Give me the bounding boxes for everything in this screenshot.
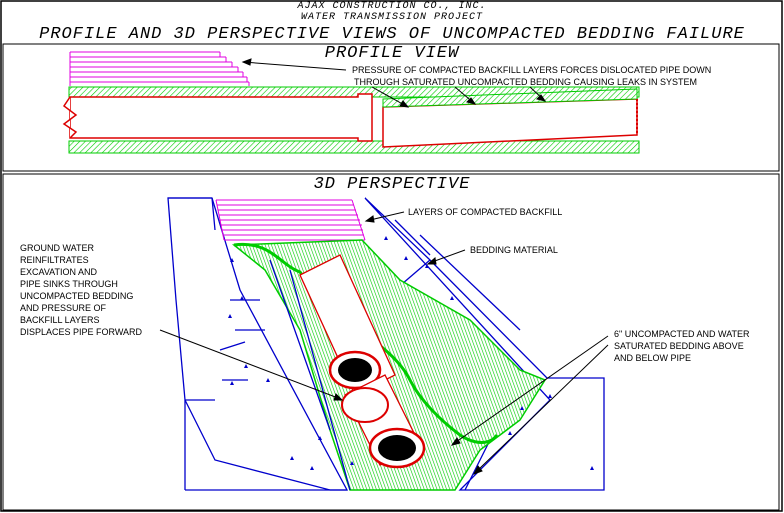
right-note: 6" UNCOMPACTED AND WATER SATURATED BEDDI… <box>614 328 750 364</box>
wall-markers <box>228 236 594 470</box>
profile-leaders <box>241 58 547 108</box>
left-note-line: EXCAVATION AND <box>20 267 98 277</box>
left-note-line: PIPE SINKS THROUGH <box>20 279 118 289</box>
perspective-heading: 3D PERSPECTIVE <box>313 175 471 194</box>
profile-note-line2: THROUGH SATURATED UNCOMPACTED BEDDING CA… <box>354 77 698 87</box>
profile-bedding-bottom <box>68 140 640 154</box>
perspective-frame <box>2 173 780 511</box>
perspective-backfill-layers <box>215 199 366 241</box>
right-note-line: 6" UNCOMPACTED AND WATER <box>614 329 750 339</box>
left-note-line: BACKFILL LAYERS <box>20 315 100 325</box>
profile-heading: PROFILE VIEW <box>324 44 460 63</box>
profile-frame <box>2 43 780 172</box>
profile-note-line1: PRESSURE OF COMPACTED BACKFILL LAYERS FO… <box>352 65 712 75</box>
project-name: WATER TRANSMISSION PROJECT <box>300 12 484 23</box>
bedding-label: BEDDING MATERIAL <box>470 245 558 255</box>
left-note-line: GROUND WATER <box>20 243 94 253</box>
pipe-lower <box>341 374 426 469</box>
pipe-upper <box>299 254 396 396</box>
left-note-line: REINFILTRATES <box>20 255 89 265</box>
left-note-line: DISPLACES PIPE FORWARD <box>20 327 143 337</box>
trench-floor <box>269 259 351 491</box>
company-name: AJAX CONSTRUCTION CO., INC. <box>297 1 487 12</box>
profile-pipe-break <box>62 96 78 139</box>
profile-pipe-left <box>69 93 373 142</box>
left-note-line: UNCOMPACTED BEDDING <box>20 291 134 301</box>
profile-backfill-layers <box>69 51 250 86</box>
left-note: GROUND WATER REINFILTRATES EXCAVATION AN… <box>20 242 142 338</box>
right-note-line: AND BELOW PIPE <box>614 353 692 363</box>
page-title: PROFILE AND 3D PERSPECTIVE VIEWS OF UNCO… <box>39 25 745 44</box>
backfill-label: LAYERS OF COMPACTED BACKFILL <box>408 207 563 217</box>
right-note-line: SATURATED BEDDING ABOVE <box>614 341 744 351</box>
perspective-leaders <box>159 211 609 475</box>
left-note-line: AND PRESSURE OF <box>20 303 107 313</box>
